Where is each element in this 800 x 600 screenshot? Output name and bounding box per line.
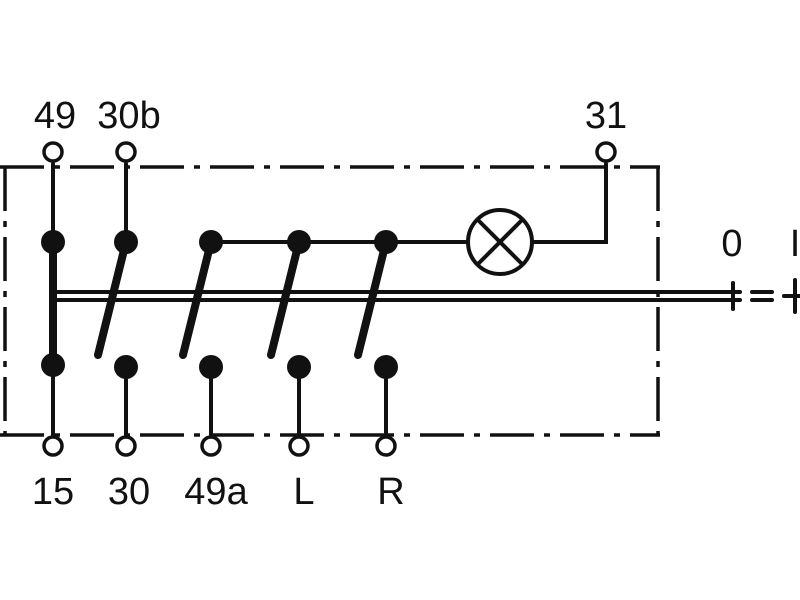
contact-49a <box>179 230 223 438</box>
position-label-1: I <box>790 223 800 265</box>
lamp-to-31-wire <box>530 162 608 244</box>
terminal-label-15: 15 <box>32 471 74 513</box>
terminal-label-49a: 49a <box>184 471 248 513</box>
contact-r <box>354 230 398 438</box>
terminal-circle-icon <box>375 435 397 457</box>
lamp-icon <box>466 208 534 276</box>
terminal-label-49: 49 <box>34 95 76 137</box>
terminal-label-30b: 30b <box>97 95 160 137</box>
terminal-label-l: L <box>293 471 314 513</box>
contact-30b-30 <box>94 162 138 438</box>
terminal-circle-icon <box>115 435 137 457</box>
terminal-label-31: 31 <box>585 95 627 137</box>
housing-outline <box>0 165 660 437</box>
terminal-circle-icon <box>42 435 64 457</box>
contact-49-15 <box>41 162 65 438</box>
position-label-0: 0 <box>721 223 742 265</box>
terminal-circle-icon <box>595 141 617 163</box>
actuator-shaft <box>53 290 742 302</box>
terminal-circle-icon <box>42 141 64 163</box>
terminal-circle-icon <box>200 435 222 457</box>
terminal-label-30: 30 <box>108 471 150 513</box>
terminal-circle-icon <box>115 141 137 163</box>
contact-l <box>267 230 311 438</box>
position-marks <box>731 278 800 314</box>
terminal-label-r: R <box>377 471 404 513</box>
terminal-circle-icon <box>288 435 310 457</box>
